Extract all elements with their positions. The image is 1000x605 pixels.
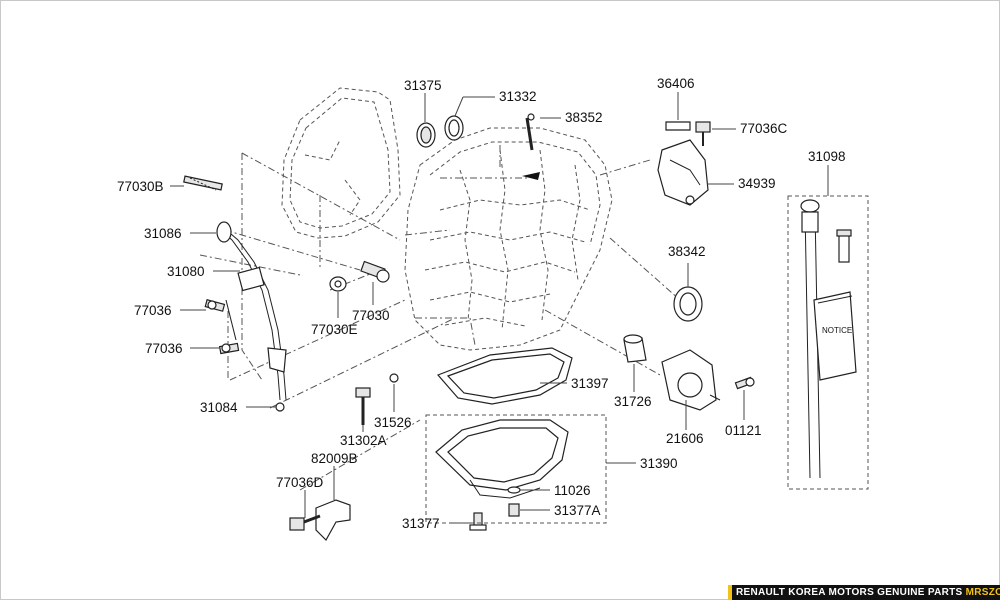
label-31390: 31390 bbox=[640, 456, 678, 471]
seal-31526 bbox=[389, 373, 399, 383]
label-31332: 31332 bbox=[499, 89, 537, 104]
seal-31375 bbox=[416, 122, 436, 148]
label-31397: 31397 bbox=[571, 376, 609, 391]
footer-banner: RENAULT KOREA MOTORS GENUINE PARTS MRSZO… bbox=[728, 585, 1000, 600]
label-38352: 38352 bbox=[565, 110, 603, 125]
filter-31726 bbox=[623, 334, 647, 363]
label-01121: 01121 bbox=[725, 423, 762, 438]
bracket-82009B bbox=[315, 499, 351, 541]
stud-77030B bbox=[183, 175, 223, 191]
label-77036-upper: 77036 bbox=[134, 303, 172, 318]
footer-text: RENAULT KOREA MOTORS GENUINE PARTS bbox=[736, 587, 963, 598]
plug-31377A bbox=[508, 503, 520, 517]
transmission-case bbox=[404, 127, 613, 351]
label-31098: 31098 bbox=[808, 149, 846, 164]
label-31084: 31084 bbox=[200, 400, 238, 415]
label-34939: 34939 bbox=[738, 176, 776, 191]
label-31302A: 31302A bbox=[340, 433, 387, 448]
reference-lines bbox=[199, 145, 681, 491]
solenoid-21606 bbox=[661, 349, 721, 411]
label-77036C: 77036C bbox=[740, 121, 788, 136]
label-36406: 36406 bbox=[657, 76, 695, 91]
bolt-77036-lower bbox=[218, 342, 240, 355]
notice-card-text: NOTICE bbox=[822, 326, 852, 335]
label-77030E: 77030E bbox=[311, 322, 358, 337]
seal-31332 bbox=[444, 115, 464, 141]
bolt-77030 bbox=[360, 260, 390, 283]
label-31377: 31377 bbox=[402, 516, 440, 531]
label-31375: 31375 bbox=[404, 78, 442, 93]
part-labels: 31375 31332 38352 36406 77036C 34939 310… bbox=[117, 76, 846, 531]
footer-accent-bar bbox=[728, 585, 732, 600]
label-77030: 77030 bbox=[352, 308, 390, 323]
leader-lines bbox=[170, 92, 829, 524]
bolt-77036D bbox=[289, 514, 321, 531]
bolt-31302A bbox=[355, 387, 371, 425]
bolt-01121 bbox=[734, 376, 755, 390]
label-11026: 11026 bbox=[554, 483, 591, 498]
label-77030B: 77030B bbox=[117, 179, 164, 194]
washer-11026 bbox=[507, 486, 521, 494]
footer-brand: MRSZONE bbox=[965, 587, 1000, 598]
label-82009B: 82009B bbox=[311, 451, 358, 466]
label-77036-lower: 77036 bbox=[145, 341, 183, 356]
dipstick-31098-group bbox=[787, 195, 869, 490]
label-31726: 31726 bbox=[614, 394, 652, 409]
label-38342: 38342 bbox=[668, 244, 706, 259]
converter-housing bbox=[281, 87, 401, 239]
bolt-77036C bbox=[695, 121, 711, 146]
label-31080: 31080 bbox=[167, 264, 205, 279]
label-21606: 21606 bbox=[666, 431, 704, 446]
label-31526: 31526 bbox=[374, 415, 412, 430]
pin-38352 bbox=[525, 113, 535, 151]
label-77036D: 77036D bbox=[276, 475, 324, 490]
bolt-77036-upper bbox=[204, 299, 226, 312]
inhibitor-switch-34939 bbox=[657, 121, 709, 206]
label-31086: 31086 bbox=[144, 226, 182, 241]
oil-pan-31390 bbox=[435, 419, 569, 499]
dipstick-assembly bbox=[216, 221, 287, 412]
oil-seal-38342 bbox=[673, 286, 703, 322]
label-31377A: 31377A bbox=[554, 503, 601, 518]
gasket-31397 bbox=[436, 347, 573, 405]
washer-77030E bbox=[329, 276, 347, 292]
oil-pan-group-box bbox=[425, 414, 607, 524]
bolt-31377 bbox=[469, 512, 487, 531]
